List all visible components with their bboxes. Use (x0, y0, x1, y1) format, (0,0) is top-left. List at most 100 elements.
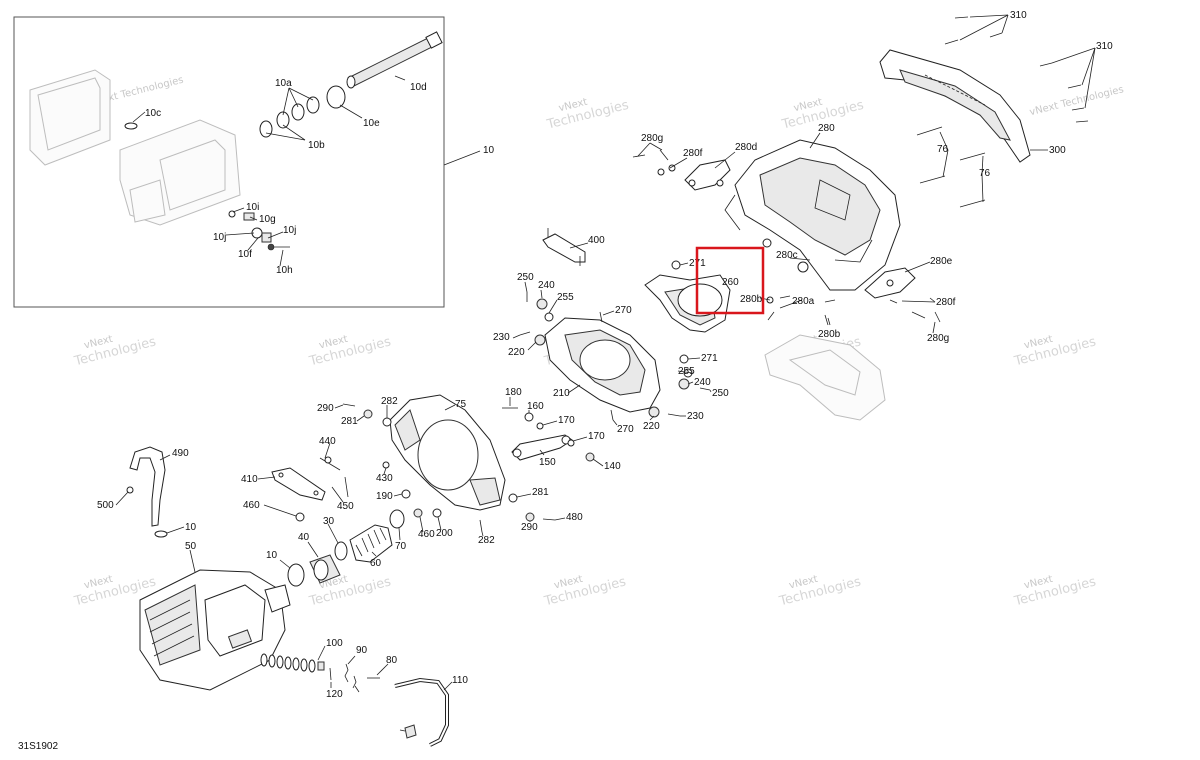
callout-280g-right: 280g (927, 333, 949, 344)
callout-90: 80 (386, 655, 398, 666)
part-60-clamp-left (334, 541, 348, 561)
callout-460-bottom: 200 (436, 528, 453, 539)
part-281-bushing-top (363, 409, 373, 419)
part-490-clip (126, 486, 134, 494)
callout-271-right: 271 (701, 353, 718, 364)
callout-10j-left: 10j (213, 232, 226, 243)
part-170-bushing-left (536, 422, 544, 430)
callout-255-right: 255 (678, 366, 695, 377)
group-housing-210: 210 250 240 255 230 220 270 (493, 272, 729, 435)
callout-10e: 10e (363, 118, 380, 129)
group-bottom-hardware: 100 120 90 80 110 (260, 638, 468, 747)
part-460-nut-top (401, 489, 411, 499)
callout-30: 40 (298, 532, 310, 543)
callout-10j: 10j (283, 225, 296, 236)
callout-60-right: 70 (395, 541, 407, 552)
part-290-bolt-top (342, 403, 356, 407)
inset-link-leader (443, 150, 481, 166)
part-120-fitting-bottom (404, 724, 417, 739)
part-76-bolts (916, 126, 986, 208)
callout-170-right: 170 (588, 431, 605, 442)
callout-280b-left: 280b (740, 294, 763, 305)
callout-40: 10 (266, 550, 278, 561)
group-lever-150: 180 160 170 170 150 140 (502, 387, 621, 472)
callout-250-left: 250 (517, 272, 534, 283)
callout-170-top: 170 (558, 415, 575, 426)
part-440-bolt (319, 457, 341, 471)
callout-110: 120 (326, 689, 343, 700)
part-230-bolt-right (667, 413, 681, 417)
callout-281-right: 290 (521, 522, 538, 533)
part-270-bolt-bottom (610, 409, 614, 421)
part-500-grommet (154, 530, 168, 538)
callout-180: 180 (505, 387, 522, 398)
callout-280c: 280c (776, 250, 798, 261)
callout-300: 300 (1049, 145, 1066, 156)
part-70-spacer (413, 508, 423, 518)
callout-440: 440 (319, 436, 336, 447)
callout-270-top: 270 (615, 305, 632, 316)
callout-280: 280 (818, 123, 835, 134)
group-strap-480: 490 500 10 (97, 446, 197, 538)
callout-280b-bottom: 280b (818, 329, 841, 340)
part-255-washer-left (544, 312, 554, 322)
callout-500: 10 (185, 522, 197, 533)
part-282-washer-top (382, 417, 392, 427)
callout-450: 460 (243, 500, 260, 511)
part-190-clip (382, 461, 390, 469)
callout-240-left: 240 (538, 280, 555, 291)
part-280a-280b (759, 295, 836, 326)
callout-280d: 280d (735, 142, 757, 153)
part-410-plate (271, 467, 326, 501)
watermark-text: vNext Technologies (1028, 84, 1124, 118)
ghost-shroud-reference-inner (788, 349, 861, 396)
part-480-strap (129, 446, 166, 527)
part-240-nut-left (536, 298, 548, 310)
callout-255-left: 255 (557, 292, 574, 303)
callout-50: 60 (370, 558, 382, 569)
callout-280f-right: 280f (936, 297, 956, 308)
callout-310-right: 310 (1096, 41, 1113, 52)
part-10d-shaft (346, 31, 443, 89)
part-130-clip (352, 675, 357, 689)
callout-190: 430 (376, 473, 393, 484)
part-10f-10j-hardware (228, 210, 290, 251)
callout-210: 210 (553, 388, 570, 399)
part-10-module-fins (144, 584, 201, 666)
part-110-pin (329, 667, 332, 681)
part-210-bore (579, 339, 631, 381)
callout-80: 110 (452, 675, 468, 686)
group-260-400: 400 271 260 (542, 228, 765, 333)
callout-10b: 10b (308, 140, 325, 151)
part-310-bolts (944, 16, 1089, 123)
part-282-washer-right (508, 493, 518, 503)
callout-10f: 10f (238, 249, 252, 260)
callout-140: 140 (604, 461, 621, 472)
callout-290-top: 290 (317, 403, 334, 414)
inset-ghost-fins (129, 179, 166, 223)
part-160-washer (524, 412, 534, 422)
callout-480: 490 (172, 448, 189, 459)
callout-100: 100 (326, 638, 343, 649)
part-240-nut-right (678, 378, 690, 390)
callout-281-top: 281 (341, 416, 358, 427)
callout-282-top: 282 (381, 396, 398, 407)
callout-220-right: 220 (643, 421, 660, 432)
callout-10-inset: 10 (483, 145, 495, 156)
part-10c-oring (124, 122, 138, 130)
group-plate-410: 440 410 450 460 (241, 436, 354, 522)
part-120-spring-small (344, 663, 349, 683)
callout-76-right: 76 (979, 168, 991, 179)
part-230-bolt-left (519, 331, 531, 336)
part-200-bolt (479, 519, 483, 533)
group-ecu-10: 50 (139, 541, 291, 691)
part-281-bushing-right (525, 512, 535, 522)
part-220-spacer-left (534, 334, 546, 346)
part-280g-280f-280d-left (632, 142, 736, 191)
highlight-box-260 (695, 246, 765, 315)
inset-border (13, 16, 445, 308)
callout-10c: 10c (145, 108, 161, 119)
callout-250-right: 250 (712, 388, 729, 399)
callout-400: 400 (588, 235, 605, 246)
part-271-top (671, 260, 681, 270)
